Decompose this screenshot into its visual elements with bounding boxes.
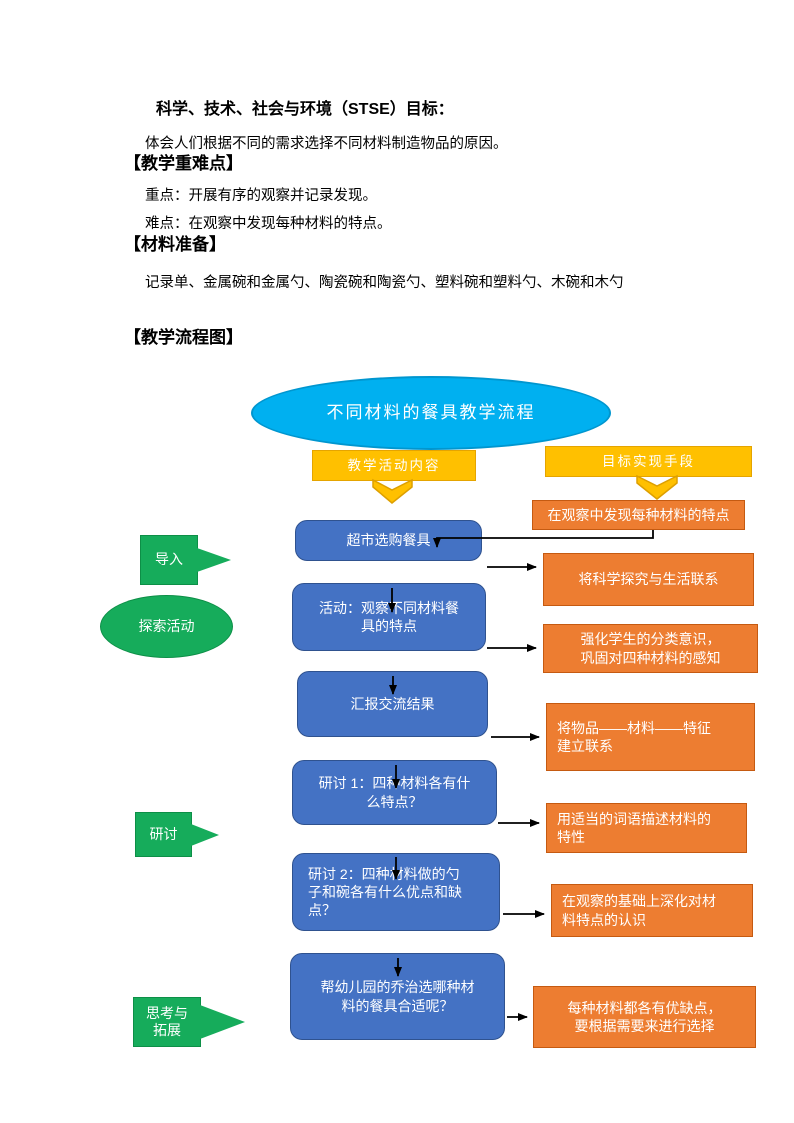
stage-label-thinking-extension: 思考与 拓展 [146,1004,188,1039]
activity-box-shopping: 超市选购餐具 [295,520,482,561]
flowchart-title-ellipse: 不同材料的餐具教学流程 [251,376,611,450]
activity-box-discussion-2: 研讨 2：四种材料做的勺 子和碗各有什么优点和缺 点？ [292,853,500,931]
goal-box-object-material-feature: 将物品——材料——特征 建立联系 [546,703,755,771]
key-point-text: 重点：开展有序的观察并记录发现。 [145,188,377,204]
stage-shape-thinking-extension: 思考与 拓展 [133,997,245,1047]
goal-box-pros-cons-choice: 每种材料都各有优缺点， 要根据需要来进行选择 [533,986,756,1048]
goal-box-describe-words: 用适当的词语描述材料的 特性 [546,803,747,853]
stage-shape-intro: 导入 [140,535,231,585]
down-chevron-icon-right [636,474,678,500]
key-points-heading: 【教学重难点】 [124,154,243,173]
activity-box-observe: 活动：观察不同材料餐 具的特点 [292,583,486,651]
stage-shape-exploration: 探索活动 [100,595,233,658]
stage-arrow-point-icon [200,1005,245,1039]
stage-label-intro: 导入 [155,551,183,568]
column-header-goals: 目标实现手段 [545,446,752,477]
activity-box-extension: 帮幼儿园的乔治选哪种材 料的餐具合适呢？ [290,953,505,1040]
stage-arrow-point-icon [191,823,219,846]
stage-label-discussion: 研讨 [149,825,178,842]
stage-shape-discussion: 研讨 [135,812,219,857]
stage-arrow-point-icon [197,548,231,572]
down-chevron-icon-left [372,478,413,504]
activity-box-report: 汇报交流结果 [297,671,488,737]
stage-label-exploration: 探索活动 [138,617,195,634]
goal-box-discover-features: 在观察中发现每种材料的特点 [532,500,745,530]
goal-box-classification: 强化学生的分类意识， 巩固对四种材料的感知 [543,624,758,673]
activity-box-discussion-1: 研讨 1：四种材料各有什 么特点？ [292,760,497,825]
materials-heading: 【材料准备】 [124,235,226,254]
difficult-point-text: 难点：在观察中发现每种材料的特点。 [145,216,392,232]
column-header-activities: 教学活动内容 [312,450,476,481]
goal-box-deepen-understanding: 在观察的基础上深化对材 料特点的认识 [551,884,753,937]
flowchart-heading: 【教学流程图】 [124,328,243,347]
goal-box-link-life: 将科学探究与生活联系 [543,553,754,606]
stse-goal-heading: 科学、技术、社会与环境（STSE）目标： [156,101,454,118]
materials-list-text: 记录单、金属碗和金属勺、陶瓷碗和陶瓷勺、塑料碗和塑料勺、木碗和木勺 [145,275,624,291]
stse-goal-body: 体会人们根据不同的需求选择不同材料制造物品的原因。 [145,136,508,152]
